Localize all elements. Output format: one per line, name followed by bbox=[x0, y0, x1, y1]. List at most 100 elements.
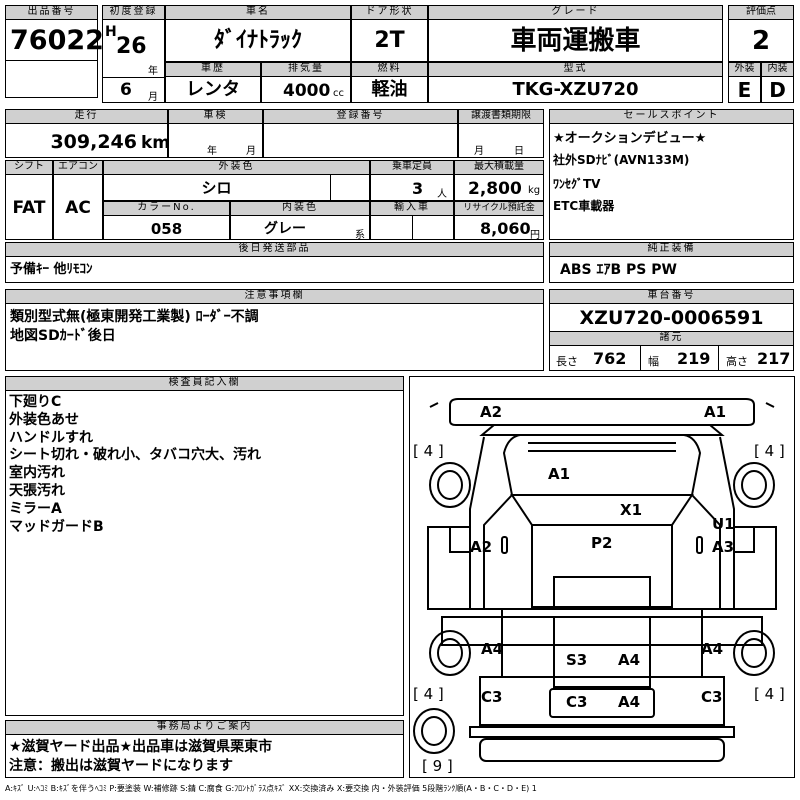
fuel-label: 燃料 bbox=[351, 62, 428, 77]
mark-right-door-upper: U1 bbox=[712, 515, 735, 533]
chassis-label: 車台番号 bbox=[549, 289, 794, 304]
grade-label: グレード bbox=[428, 5, 723, 20]
registration-divider bbox=[102, 77, 165, 78]
import-divider bbox=[412, 216, 413, 240]
ext-color-divider bbox=[330, 175, 331, 201]
displacement: 4000 bbox=[283, 81, 331, 101]
capacity-label: 乗車定員 bbox=[370, 160, 454, 175]
score: 2 bbox=[751, 26, 771, 56]
office-line-1: ★滋賀ヤード出品★出品車は滋賀県栗東市 bbox=[9, 739, 273, 755]
width-value: 219 bbox=[677, 349, 711, 368]
ext-color-label: 外装色 bbox=[103, 160, 370, 175]
int-color-label: 内装色 bbox=[230, 201, 370, 216]
inspector-line: 外装色あせ bbox=[9, 411, 79, 428]
inspection-label: 車検 bbox=[168, 109, 263, 124]
mark-right-door: A3 bbox=[712, 538, 735, 556]
genuine-equip: ABS ｴｱB PS PW bbox=[560, 262, 677, 278]
mark-front-right: A1 bbox=[704, 403, 727, 421]
inspector-line: ハンドルすれ bbox=[9, 429, 93, 446]
chassis-number: XZU720-0006591 bbox=[579, 307, 764, 329]
mark-windshield: X1 bbox=[620, 501, 643, 519]
spec-divider-1 bbox=[640, 346, 641, 371]
mileage-label: 走行 bbox=[5, 109, 168, 124]
inspector-line: マッドガードB bbox=[9, 518, 104, 535]
office-line-2: 注意：搬出は滋賀ヤードになります bbox=[9, 758, 233, 774]
inspector-label: 検査員記入欄 bbox=[5, 376, 404, 391]
damage-diagram: A2 A1 A1 X1 U1 A2 A3 P2 A4 A4 S3 A4 C3 C… bbox=[409, 376, 795, 778]
sales-point-4: ETC車載器 bbox=[553, 199, 615, 213]
lot-number-box bbox=[5, 5, 98, 98]
capacity: 3 bbox=[412, 179, 424, 198]
tire-front-left: [ 4 ] bbox=[413, 442, 444, 460]
mark-front-left: A2 bbox=[480, 403, 503, 421]
mark-hood: A1 bbox=[548, 465, 571, 483]
notes-line-2: 地図SDｶｰﾄﾞ後日 bbox=[10, 328, 116, 344]
legend: A:ｷｽﾞ U:ﾍｺﾐ B:ｷｽﾞを伴うﾍｺﾐ P:要塗装 W:補修跡 S:錆 … bbox=[5, 784, 537, 793]
vehicle-history: レンタ bbox=[186, 79, 240, 100]
model-label: 型式 bbox=[428, 62, 723, 77]
import-label: 輸入車 bbox=[370, 201, 454, 216]
sales-points-label: セールスポイント bbox=[549, 109, 794, 124]
mark-right-rear-lower: C3 bbox=[701, 688, 723, 706]
tire-spare: [ 9 ] bbox=[422, 757, 453, 775]
notes-label: 注意事項欄 bbox=[5, 289, 544, 304]
max-load: 2,800 bbox=[468, 179, 522, 199]
recycle-fee: 8,060 bbox=[480, 219, 531, 238]
office-label: 事務局よりご案内 bbox=[5, 720, 404, 735]
tire-rear-left: [ 4 ] bbox=[413, 685, 444, 703]
car-name: ﾀﾞｲﾅﾄﾗｯｸ bbox=[213, 28, 302, 53]
aircon-label: エアコン bbox=[53, 160, 103, 175]
height-value: 217 bbox=[757, 349, 791, 368]
inspection-year-unit: 年 bbox=[207, 146, 217, 157]
inspector-line: 天張汚れ bbox=[9, 482, 65, 499]
mark-left-door: A2 bbox=[470, 538, 493, 556]
max-load-label: 最大積載量 bbox=[454, 160, 544, 175]
height-label: 高さ bbox=[726, 355, 748, 368]
transfer-deadline-label: 譲渡書類期限 bbox=[458, 109, 544, 124]
mark-left-rear-lower: C3 bbox=[481, 688, 503, 706]
inspection-month-unit: 月 bbox=[246, 146, 256, 157]
inspector-box bbox=[5, 376, 404, 716]
shift-label: シフト bbox=[5, 160, 53, 175]
spec-divider-2 bbox=[718, 346, 719, 371]
mark-bed-left: S3 bbox=[566, 651, 588, 669]
kg-unit: kg bbox=[528, 185, 541, 196]
lot-number-label: 出品番号 bbox=[5, 5, 98, 20]
person-unit: 人 bbox=[437, 189, 447, 200]
mark-bed-right: A4 bbox=[618, 651, 641, 669]
truck-outline bbox=[413, 398, 777, 762]
first-registration-label: 初度登録 bbox=[102, 5, 165, 20]
lot-number: 76022 bbox=[10, 25, 104, 56]
color-no-label: カラーNo. bbox=[103, 201, 230, 216]
history-label: 車歴 bbox=[165, 62, 261, 77]
notes-line-1: 類別型式無(極東開発工業製) ﾛｰﾀﾞｰ不調 bbox=[10, 309, 259, 325]
plate-label: 登録番号 bbox=[263, 109, 458, 124]
width-label: 幅 bbox=[648, 355, 659, 368]
sales-point-2: 社外SDﾅﾋﾞ(AVN133M) bbox=[553, 153, 690, 167]
mark-left-rear-fender: A4 bbox=[481, 640, 504, 658]
inspector-line: シート切れ・破れ小、タバコ穴大、汚れ bbox=[9, 447, 261, 464]
door-label: ドア形状 bbox=[351, 5, 428, 20]
cc-unit: cc bbox=[333, 88, 344, 99]
inspector-line: ミラーA bbox=[9, 500, 62, 517]
length-value: 762 bbox=[593, 349, 627, 368]
int-color: グレー bbox=[264, 221, 306, 237]
exterior-label: 外装 bbox=[728, 62, 761, 77]
ext-color: シロ bbox=[201, 179, 232, 197]
score-label: 評価点 bbox=[728, 5, 794, 20]
car-name-label: 車名 bbox=[165, 5, 351, 20]
mark-rear-right: A4 bbox=[618, 693, 641, 711]
mark-rear-left: C3 bbox=[566, 693, 588, 711]
inspector-line: 下廻りC bbox=[9, 394, 62, 410]
exterior-grade: E bbox=[737, 78, 752, 102]
mileage: 309,246 bbox=[50, 131, 137, 153]
transfer-day-unit: 日 bbox=[514, 146, 524, 157]
length-label: 長さ bbox=[556, 355, 578, 368]
interior-grade: D bbox=[769, 78, 786, 102]
tire-front-right: [ 4 ] bbox=[754, 442, 785, 460]
displacement-label: 排気量 bbox=[261, 62, 351, 77]
interior-label: 内装 bbox=[761, 62, 794, 77]
registration-era: H bbox=[105, 24, 117, 40]
km-unit: km bbox=[141, 133, 171, 153]
door-type: 2T bbox=[374, 28, 405, 53]
